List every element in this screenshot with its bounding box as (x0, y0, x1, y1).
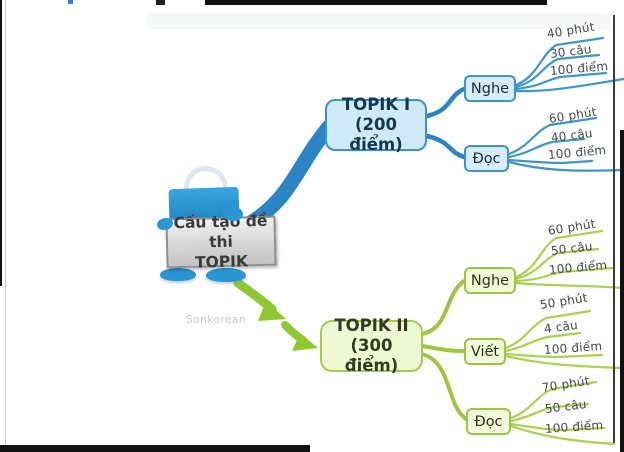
bag-left-foot-icon (160, 268, 196, 281)
twig-label: 60 phút (547, 104, 598, 126)
twig-line (509, 422, 606, 432)
node-topik2-viet: Viết (464, 338, 506, 365)
twig-label: 100 điểm (543, 338, 603, 357)
twig-line (509, 380, 598, 420)
twig-label: 60 phút (546, 216, 597, 238)
twig-line (509, 402, 590, 423)
link-topik2-viet (420, 344, 466, 353)
link-topik1-nghe (424, 86, 467, 119)
twig-line (504, 352, 604, 359)
twig-line (514, 266, 614, 283)
node-label: Nghe (470, 80, 510, 97)
node-topik1-nghe: Nghe (464, 75, 516, 102)
twig-line (514, 53, 601, 89)
node-topik1-doc: Đọc (464, 145, 509, 172)
arrowhead-icon (258, 301, 286, 321)
twig-label: 50 phút (538, 290, 589, 312)
twig-label: 100 điểm (544, 417, 604, 436)
right-edge-bar (620, 130, 624, 452)
twig-line (504, 354, 623, 370)
node-topik2-nghe: Nghe (464, 267, 516, 294)
top-edge-speck (68, 0, 73, 4)
twig-label: 100 điểm (548, 257, 608, 277)
node-label: Viết (470, 343, 500, 360)
link-topik2-nghe (420, 279, 466, 336)
bag-right-foot-icon (206, 268, 246, 282)
twig-line (504, 331, 582, 353)
twig-label: 70 phút (540, 373, 591, 395)
node-topik1-title: TOPIK I (341, 94, 411, 114)
node-label: Đọc (472, 150, 501, 167)
twig-label: 40 phút (545, 19, 596, 41)
watermark-text: Sonkorean (186, 314, 247, 326)
link-topik1-doc (424, 133, 467, 160)
twig-line (514, 281, 624, 290)
node-label: Nghe (470, 272, 510, 289)
left-gray-line (5, 0, 6, 452)
link-topik2-doc (420, 352, 468, 421)
top-edge-bar (205, 0, 547, 5)
node-topik2: TOPIK II (300 điểm) (320, 316, 423, 375)
right-divider-line (613, 15, 615, 443)
node-topik1: TOPIK I (200 điểm) (325, 95, 427, 154)
twig-line (507, 116, 598, 156)
twig-line (514, 71, 608, 91)
top-edge-speck (156, 0, 165, 5)
node-label: Đọc (474, 413, 503, 430)
twig-label: 40 câu (550, 125, 594, 145)
trunk-topik1 (241, 119, 337, 232)
twig-line (514, 77, 624, 93)
twig-label: 100 điểm (549, 58, 609, 78)
twig-line (509, 424, 616, 446)
twig-label: 30 câu (549, 41, 593, 61)
left-edge-line (0, 0, 2, 286)
twig-line (504, 309, 592, 350)
node-topik2-doc: Đọc (466, 408, 511, 435)
bottom-edge-bar (0, 445, 310, 452)
faint-band (146, 13, 612, 29)
twig-line (507, 137, 586, 159)
node-topik2-subtitle: (300 điểm) (344, 335, 399, 376)
twig-label: 50 câu (550, 238, 594, 258)
twig-label: 4 câu (543, 317, 579, 336)
twig-line (514, 247, 600, 281)
node-topik1-subtitle: (200 điểm) (349, 114, 403, 155)
node-topik2-title: TOPIK II (334, 315, 409, 335)
twig-label: 100 điểm (547, 142, 607, 162)
arrowhead-icon (292, 333, 318, 351)
twig-label: 50 câu (544, 396, 588, 416)
twig-line (507, 158, 594, 165)
twig-line (514, 229, 604, 279)
twig-line (507, 160, 624, 172)
twig-line (514, 36, 605, 87)
